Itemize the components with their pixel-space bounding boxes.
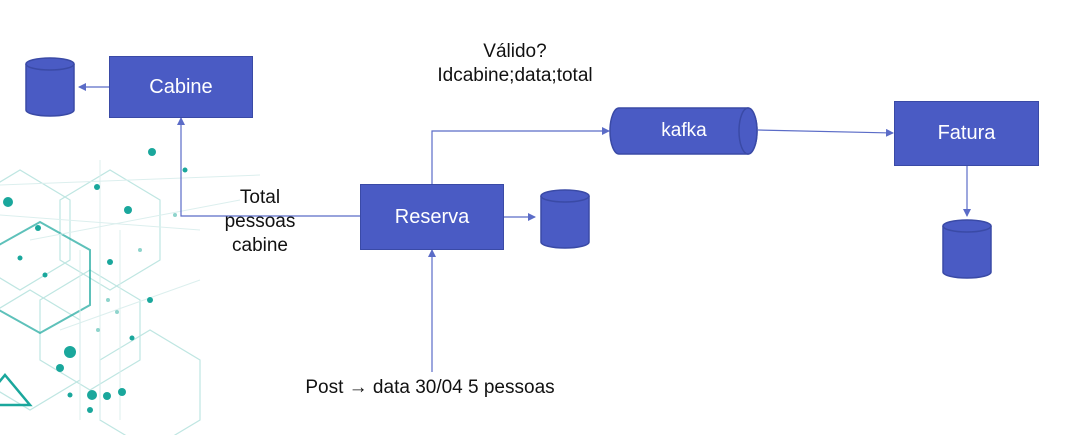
post-request-label: Post → data 30/04 5 pessoas — [305, 377, 555, 398]
valid-question-label: Válido? Idcabine;data;total — [400, 40, 630, 88]
valid-line-1: Válido? — [483, 41, 547, 62]
node-fatura-label: Fatura — [937, 122, 996, 144]
node-cabine-label: Cabine — [149, 75, 213, 98]
database-icon — [942, 219, 992, 279]
node-cabine: Cabine — [109, 56, 253, 118]
total-line-3: cabine — [232, 235, 288, 256]
arrow-reserva-to-cabine — [177, 117, 360, 217]
network-decoration — [0, 148, 261, 435]
database-icon — [25, 57, 75, 117]
node-reserva: Reserva — [360, 184, 504, 250]
total-pessoas-cabine-label: Total pessoas cabine — [205, 186, 315, 258]
node-kafka-label: kafka — [661, 120, 707, 141]
total-line-2: pessoas — [224, 211, 296, 232]
kafka-cylinder-icon — [609, 107, 758, 155]
arrow-reserva-to-kafka — [431, 127, 610, 184]
arrow-kafka-to-fatura — [757, 128, 894, 137]
valid-line-2: Idcabine;data;total — [437, 65, 593, 86]
database-icon — [540, 189, 590, 249]
node-reserva-label: Reserva — [394, 205, 470, 228]
total-line-1: Total — [239, 187, 281, 208]
node-fatura: Fatura — [894, 101, 1039, 166]
